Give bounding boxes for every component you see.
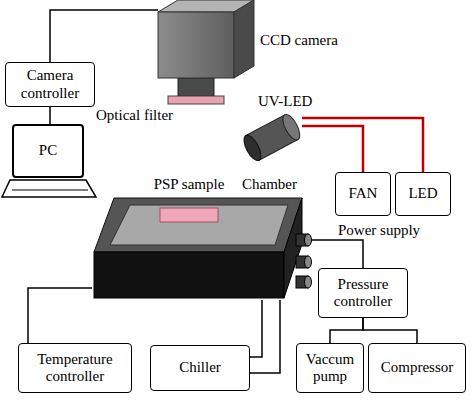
node-label: LED <box>408 185 437 202</box>
uv-led-outline <box>240 110 302 166</box>
chamber-outline <box>92 174 312 300</box>
power-box: FAN <box>335 172 391 216</box>
laptop-keyboard <box>2 180 96 197</box>
connector-line <box>312 240 363 268</box>
connector-line <box>28 288 92 343</box>
pump-box: Vaccum pump <box>296 343 364 393</box>
ccd-camera: CCD camera <box>158 0 254 78</box>
connector-line <box>363 318 417 343</box>
controller-box: Camera controller <box>5 62 95 107</box>
laptop-keyboard-line <box>12 190 88 191</box>
optical-filter <box>168 96 224 104</box>
uv-led: UV-LED <box>240 110 302 166</box>
node-label: Chamber <box>242 176 297 193</box>
controller-box: Temperature controller <box>18 343 132 393</box>
power-box: LED <box>395 172 451 216</box>
connector-line <box>250 300 280 373</box>
pc-screen: PC <box>12 124 84 178</box>
connector-line <box>330 318 363 343</box>
connector-line <box>49 107 51 124</box>
ccd-camera-outline <box>158 0 254 78</box>
node-label: CCD camera <box>260 32 338 49</box>
connector-line <box>50 10 158 62</box>
controller-box: Pressure controller <box>318 268 408 318</box>
node-label: Compressor <box>381 359 454 376</box>
chiller-box: Chiller <box>150 345 250 391</box>
node-label: Camera controller <box>10 67 90 102</box>
node-label: UV-LED <box>258 93 312 110</box>
node-label: Chiller <box>179 359 221 376</box>
node-label: Temperature controller <box>23 351 127 386</box>
node-label: FAN <box>349 185 378 202</box>
connector-line <box>302 126 363 172</box>
connector-line <box>302 118 423 172</box>
node-label: PC <box>39 142 57 159</box>
camera-lens <box>178 78 214 96</box>
chamber: ChamberPSP sample <box>92 174 312 300</box>
part-label: Optical filter <box>96 107 173 124</box>
compressor-box: Compressor <box>368 343 466 393</box>
part-label: Power supply <box>338 222 420 239</box>
node-label: Vaccum pump <box>301 351 359 386</box>
node-label: PSP sample <box>154 176 225 193</box>
psp-sample: PSP sample <box>160 208 218 222</box>
connector-line <box>250 300 262 357</box>
psp-sample-outline <box>160 208 218 222</box>
node-label: Pressure controller <box>323 276 403 311</box>
